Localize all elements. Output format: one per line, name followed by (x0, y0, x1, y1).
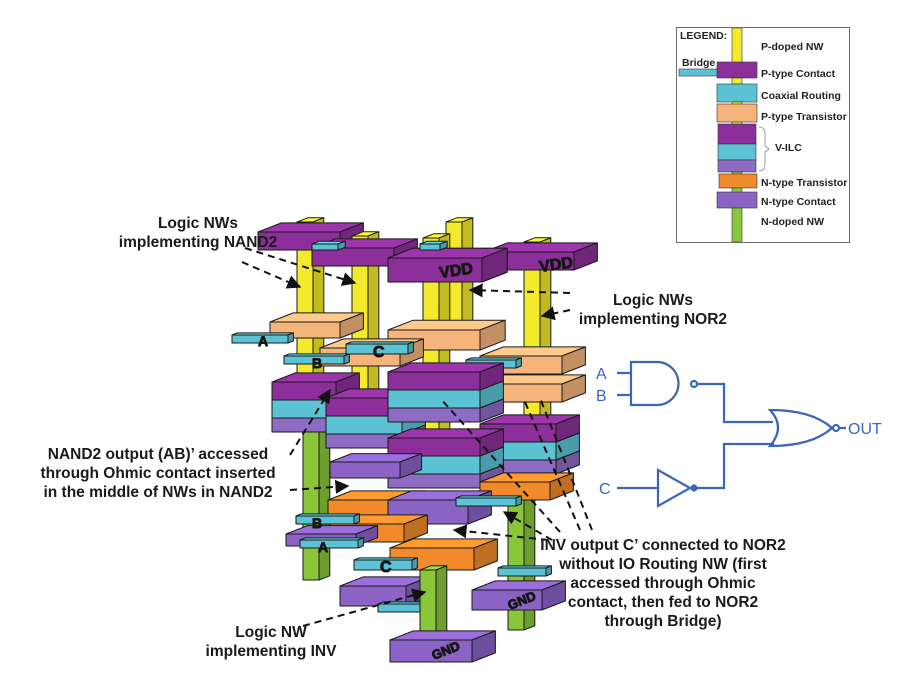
arrow-inv-nw (302, 588, 427, 627)
arrow-nand2-right (244, 247, 357, 286)
legend-n-contact-swatch (716, 191, 758, 209)
legend-v-ilc-top-swatch (717, 123, 757, 145)
input-a-top-label: A (258, 333, 268, 349)
label-inv-output-line4: contact, then fed to NOR2 (567, 594, 759, 611)
input-c-bottom-label: C (380, 559, 392, 576)
label-inv-nw-line2: implementing INV (205, 643, 337, 660)
label-inv-output-line1: INV output C’ connected to NOR2 (540, 537, 786, 554)
label-inv-output: INV output C’ connected to NOR2 without … (538, 536, 788, 631)
legend-n-transistor-swatch (718, 173, 758, 189)
nand-to-nor-wire (697, 382, 773, 424)
nand-input-wires (617, 371, 631, 397)
label-nand2-output-line3: in the middle of NWs in NAND2 (43, 484, 273, 501)
input-b-top-label: B (312, 355, 322, 371)
vdd-contact-front (387, 247, 508, 283)
label-nand2-nws: Logic NWs implementing NAND2 (118, 214, 278, 252)
arrow-inv-output-3 (439, 397, 561, 533)
vilc-nor2-front-top (387, 428, 504, 457)
inv-gate (656, 468, 693, 508)
legend-v-ilc-bottom-swatch (717, 159, 757, 173)
arrow-nor2-right (540, 306, 571, 321)
label-nand2-nws-line1: Logic NWs (157, 215, 239, 232)
nand2-ohmic-contact (329, 453, 423, 479)
inv-n-doped-nw (419, 565, 448, 641)
gnd-pad-inv (389, 630, 496, 663)
nor2-n-transistor-right (479, 472, 574, 501)
legend-item-coaxial-routing: Coaxial Routing (761, 90, 841, 102)
nor-bubble (831, 423, 841, 433)
vilc-nor2-front-top-top (387, 362, 504, 391)
vdd-label-2: VDD (538, 254, 574, 276)
label-nand2-nws-line2: implementing NAND2 (118, 234, 278, 251)
legend-coaxial-routing-swatch (716, 83, 758, 103)
label-nand2-output-line1: NAND2 output (AB)’ accessed (47, 446, 269, 463)
legend-item-p-transistor: P-type Transistor (761, 111, 847, 123)
label-inv-output-line5: through Bridge) (604, 613, 722, 630)
legend-p-contact-swatch (716, 61, 758, 79)
legend-item-p-contact: P-type Contact (761, 68, 836, 80)
nor-gate (767, 408, 834, 448)
legend-item-n-doped-nw: N-doped NW (761, 216, 824, 228)
legend: LEGEND: Bridge P-doped NW P-type Contact… (676, 27, 850, 243)
input-a-bottom-label: A (318, 539, 328, 555)
logic-circuit-diagram: AB C OUT (596, 360, 882, 508)
legend-bridge-swatch (678, 68, 720, 77)
arrow-nand2-left (241, 261, 302, 289)
legend-n-doped-nw-swatch (731, 207, 743, 242)
input-a-top (231, 332, 294, 344)
bridge-top-1 (311, 240, 346, 251)
inv-to-nor-wire (696, 442, 774, 490)
legend-v-ilc-mid-swatch (717, 143, 757, 161)
logic-output: OUT (848, 421, 882, 438)
gnd-pad-nor2 (471, 580, 566, 611)
nand-gate (629, 360, 680, 407)
input-a-bottom (299, 537, 364, 549)
logic-input-b: B (596, 388, 607, 405)
legend-item-v-ilc: V-ILC (775, 142, 802, 154)
arrow-nand2-output-2 (289, 479, 350, 494)
label-nand2-output-line2: through Ohmic contact inserted (40, 465, 276, 482)
logic-input-a: A (596, 366, 607, 383)
input-c-top (345, 341, 414, 355)
bridge-top-2 (419, 240, 448, 251)
legend-item-n-transistor: N-type Transistor (761, 177, 848, 189)
bridge-to-gnd-nor2 (497, 565, 552, 577)
label-nor2-nws: Logic NWs implementing NOR2 (578, 291, 728, 329)
legend-item-n-contact: N-type Contact (761, 196, 836, 208)
legend-p-transistor-swatch (716, 103, 758, 123)
arrow-inv-output-2 (502, 511, 553, 541)
input-c-top-label: C (373, 344, 385, 361)
input-b-bottom (295, 513, 360, 525)
legend-bridge-label: Bridge (682, 57, 716, 69)
arrow-nor2-left (468, 283, 571, 298)
legend-v-ilc-bracket (758, 126, 770, 172)
label-inv-output-line3: accessed through Ohmic (570, 575, 756, 592)
input-b-top (283, 353, 350, 365)
label-inv-nw-line1: Logic NW (235, 624, 307, 641)
label-inv-nw: Logic NW implementing INV (196, 623, 346, 661)
input-b-bottom-label: B (312, 515, 322, 531)
logic-input-c: C (599, 481, 611, 498)
label-nor2-nws-line1: Logic NWs (612, 292, 694, 309)
input-c-bottom (353, 557, 418, 571)
inv-bubble (690, 484, 698, 492)
arrow-inv-output-1 (452, 524, 549, 541)
vdd-label-1: VDD (438, 260, 474, 282)
legend-title: LEGEND: (680, 30, 728, 42)
legend-item-p-doped-nw: P-doped NW (761, 41, 824, 53)
label-inv-output-line2: without IO Routing NW (first (559, 556, 767, 573)
nand-bubble (689, 379, 699, 389)
bridge-inv-to-nor2 (455, 495, 522, 507)
arrow-nand2-output-1 (289, 388, 331, 456)
label-nor2-nws-line2: implementing NOR2 (578, 311, 728, 328)
legend-stack-icon (678, 28, 770, 242)
label-nand2-output: NAND2 output (AB)’ accessed through Ohmi… (28, 445, 288, 502)
